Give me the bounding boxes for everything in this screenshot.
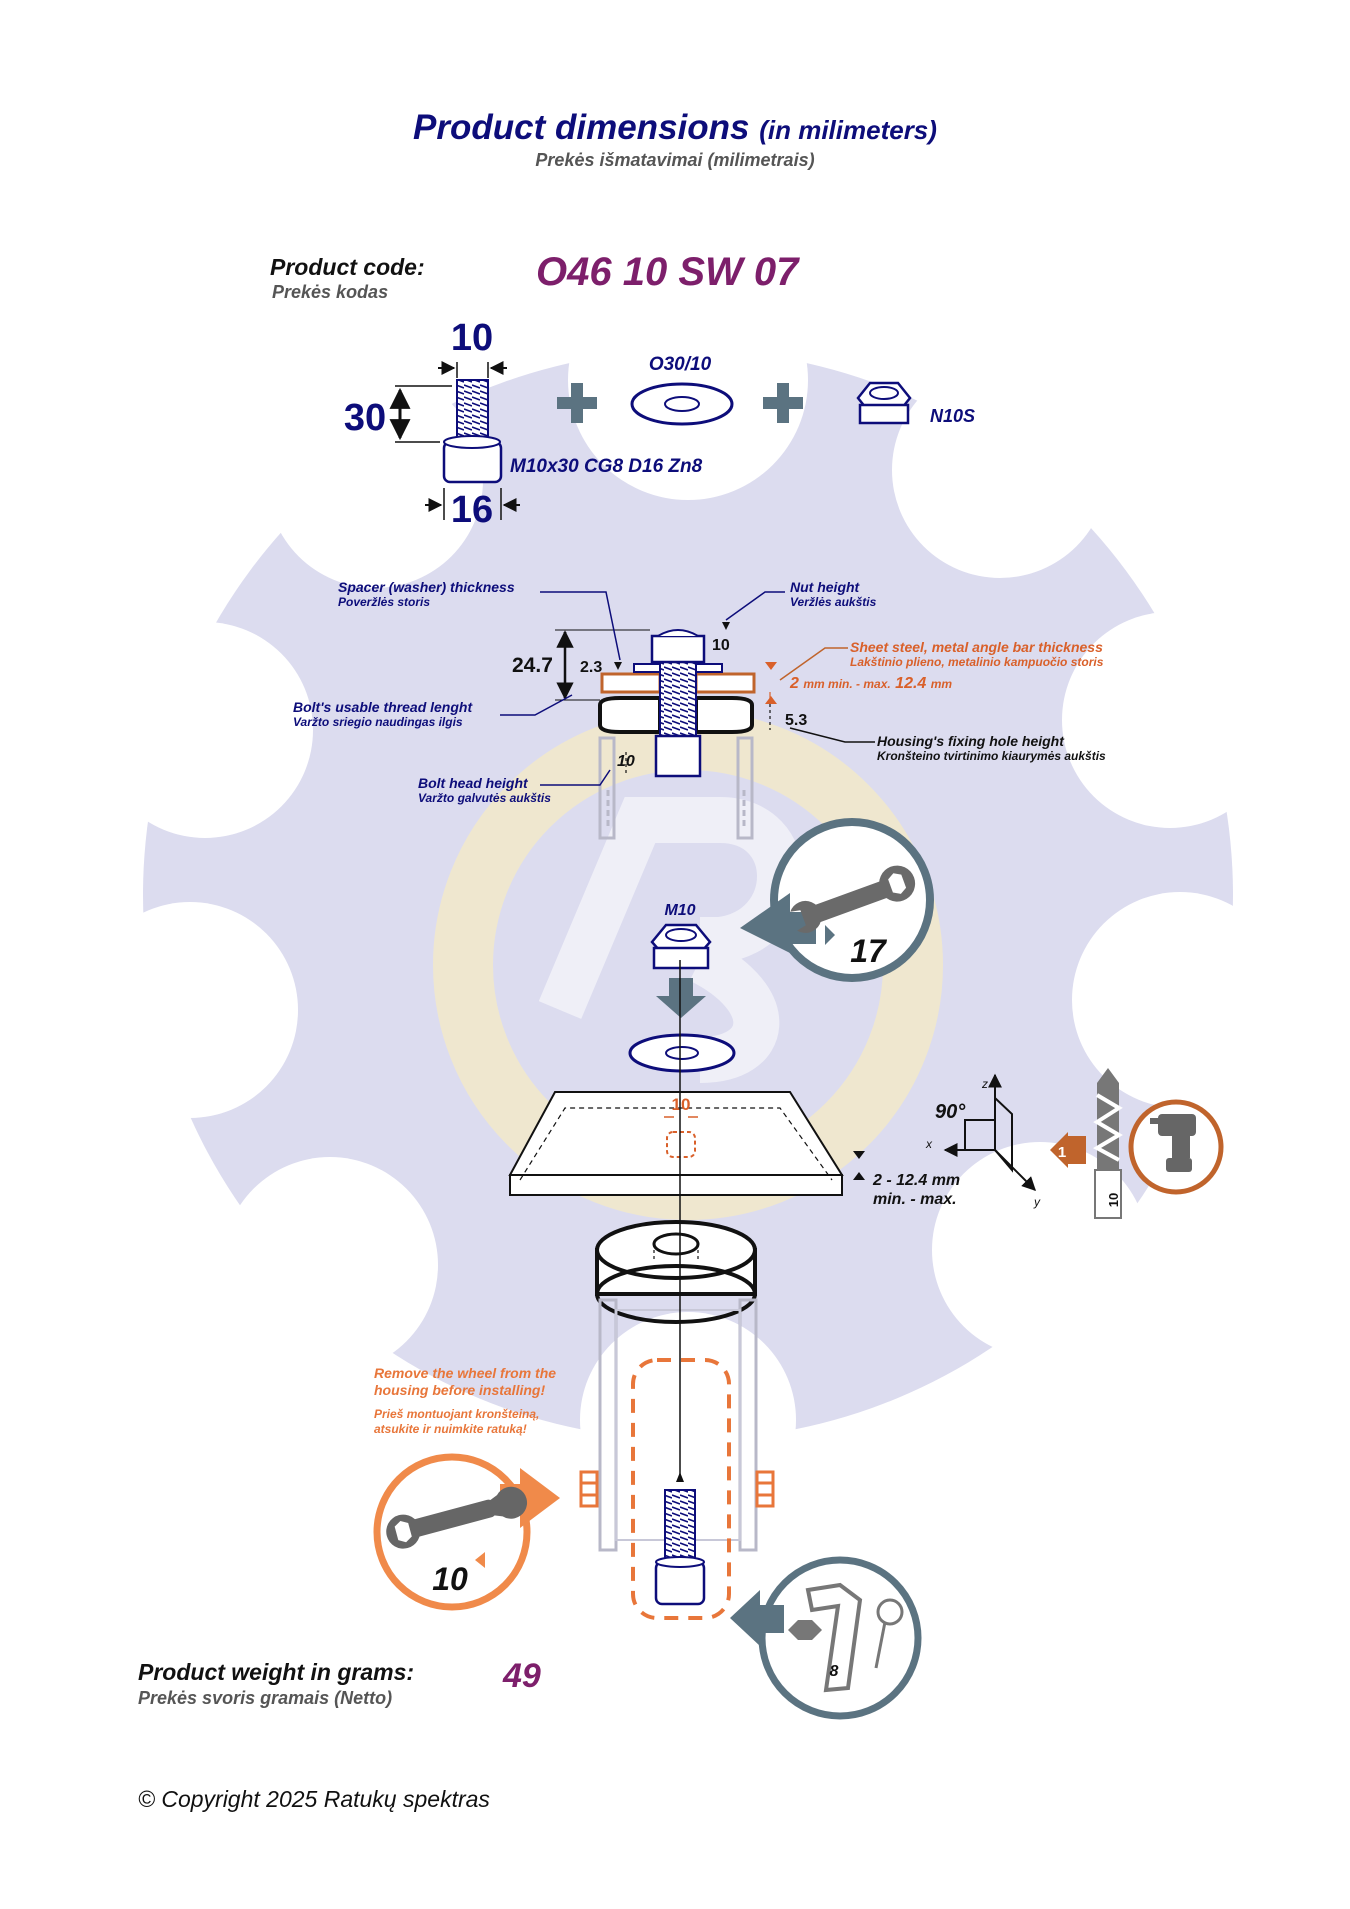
hole-diameter: 10 — [672, 1095, 691, 1114]
housing-label-lt: Kronšteino tvirtinimo kiaurymės aukštis — [877, 749, 1106, 763]
step-arrow-icon — [1050, 1132, 1086, 1168]
axis-y-label: y — [1033, 1195, 1041, 1209]
dim-bolt-width: 10 — [451, 317, 493, 359]
warning-en: Remove the wheel from the — [374, 1365, 556, 1381]
drill-size: 10 — [1106, 1193, 1121, 1207]
warning-en-2: housing before installing! — [374, 1382, 545, 1398]
title-main: Product dimensions — [413, 108, 750, 147]
step-number: 1 — [1058, 1144, 1066, 1161]
housing-top — [595, 1220, 758, 1552]
head-label: Bolt head height — [418, 775, 529, 791]
gear-background — [82, 260, 1288, 1528]
drill-icon — [1128, 1099, 1224, 1195]
thread-label-lt: Varžto sriegio naudingas ilgis — [293, 715, 463, 729]
wrench-17-badge — [740, 818, 934, 982]
install-nut-label: M10 — [664, 902, 695, 919]
bolt-part — [389, 361, 520, 520]
product-code-label-lt: Prekės kodas — [272, 282, 389, 302]
warning-lt-2: atsukite ir nuimkite ratuką! — [374, 1422, 527, 1436]
nut-height-label-lt: Veržlės aukštis — [790, 595, 877, 609]
plus-icon — [557, 383, 803, 423]
wheel-outline — [631, 1358, 731, 1620]
sheet-range-2: min. - max. — [873, 1191, 957, 1208]
thread-label: Bolt's usable thread lenght — [293, 699, 473, 715]
install-washer — [628, 1033, 736, 1073]
washer-part — [630, 382, 734, 426]
axis-z-label: z — [981, 1077, 988, 1091]
weight-label-lt: Prekės svoris gramais (Netto) — [138, 1688, 393, 1708]
nut-height-label: Nut height — [790, 579, 861, 595]
hex-key-size: 8 — [830, 1663, 839, 1680]
drill-bit-icon — [1092, 1068, 1123, 1219]
axis-gizmo — [943, 1073, 1036, 1191]
weight-value: 49 — [503, 1657, 541, 1695]
dim-washer: 2.3 — [580, 659, 602, 676]
spacer-label-lt: Poveržlės storis — [338, 595, 430, 609]
wrench-10-size: 10 — [432, 1561, 468, 1597]
page-subtitle: Prekės išmatavimai (milimetrais) — [535, 150, 815, 170]
angle-label: 90° — [935, 1101, 966, 1123]
dim-thread: 24.7 — [512, 654, 553, 677]
sheet-range: 2 - 12.4 mm — [872, 1172, 960, 1189]
install-bolt — [654, 1489, 706, 1606]
weight-label: Product weight in grams: — [138, 1659, 415, 1685]
housing-label: Housing's fixing hole height — [877, 733, 1065, 749]
axis-x-label: x — [925, 1137, 933, 1151]
dim-housing: 5.3 — [785, 712, 807, 729]
sheet-label: Sheet steel, metal angle bar thickness — [850, 639, 1103, 655]
axle-nut-icon — [579, 1470, 775, 1508]
head-label-lt: Varžto galvutės aukštis — [418, 791, 551, 805]
product-code-value: O46 10 SW 07 — [536, 250, 799, 294]
sheet-plate — [508, 1091, 865, 1196]
bolt-name: M10x30 CG8 D16 Zn8 — [510, 456, 703, 477]
warning-lt: Prieš montuojant kronšteiną, — [374, 1407, 539, 1421]
down-arrow-icon — [656, 978, 706, 1018]
spacer-label: Spacer (washer) thickness — [338, 579, 515, 595]
product-code-label: Product code: — [270, 254, 425, 280]
assembly-section — [500, 591, 875, 840]
nut-part — [856, 381, 912, 425]
nut-name: N10S — [930, 406, 975, 426]
dim-nut: 10 — [712, 637, 730, 654]
sheet-range-inline: 2 mm min. - max. 12.4 mm — [789, 675, 952, 692]
copyright: © Copyright 2025 Ratukų spektras — [138, 1786, 490, 1812]
page-title: Product dimensions (in milimeters) — [0, 108, 1350, 148]
install-nut — [650, 923, 712, 970]
dim-head: 10 — [617, 753, 635, 770]
dim-bolt-head: 16 — [451, 489, 493, 531]
wrench-10-badge — [373, 1453, 560, 1611]
wrench-17-size: 17 — [850, 933, 888, 969]
hex-key-badge — [730, 1556, 922, 1720]
dim-bolt-length: 30 — [344, 397, 386, 439]
title-unit: (in milimeters) — [759, 115, 937, 145]
washer-name: O30/10 — [649, 354, 712, 375]
sheet-label-lt: Lakštinio plieno, metalinio kampuočio st… — [850, 655, 1104, 669]
